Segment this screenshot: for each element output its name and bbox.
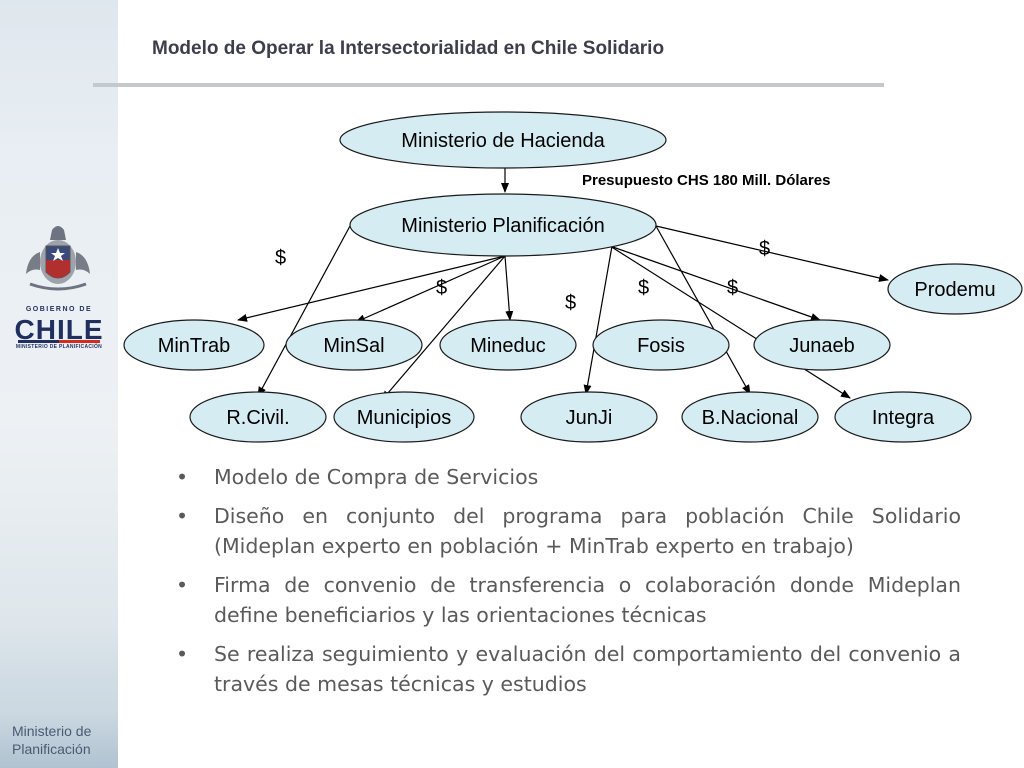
node-bnacional: B.Nacional [681, 391, 819, 443]
flag-stripe [18, 340, 100, 343]
node-prodemu-label: Prodemu [914, 279, 995, 301]
node-rcivil: R.Civil. [189, 391, 327, 443]
node-municipios-label: Municipios [357, 407, 451, 429]
bullet-dot-icon: • [176, 573, 189, 597]
node-mintrab-label: MinTrab [158, 335, 231, 357]
node-mineduc-label: Mineduc [470, 335, 546, 357]
bullet-dot-icon: • [176, 642, 189, 666]
ministerio-bottom-label: Ministerio de Planificación [12, 722, 112, 758]
gobierno-label: GOBIERNO DE [25, 306, 93, 313]
node-hacienda-label: Ministerio de Hacienda [401, 130, 605, 152]
edge-plan-minsal [355, 255, 506, 323]
edge-plan-rcivil [257, 225, 351, 397]
dollar-label: $ [436, 277, 447, 299]
bullet-dot-icon: • [176, 504, 189, 528]
bullet-item: • Firma de convenio de transferencia o co… [176, 570, 961, 630]
sidebar-panel: GOBIERNO DE CHILE MINISTERIO DE PLANIFIC… [0, 0, 118, 768]
bullet-item: • Diseño en conjunto del programa para po… [176, 501, 961, 561]
bullet-text: Diseño en conjunto del programa para pob… [214, 504, 961, 558]
edge-plan-junji [583, 245, 613, 395]
edge-plan-junaeb [609, 245, 821, 321]
node-integra-label: Integra [872, 407, 935, 429]
edge-plan-prodemu [655, 225, 889, 282]
node-fosis: Fosis [592, 319, 730, 371]
ministerio-bottom-line1: Ministerio de [12, 723, 92, 739]
chile-wordmark: CHILE [14, 314, 104, 345]
node-junji: JunJi [520, 391, 658, 443]
node-prodemu: Prodemu [887, 263, 1023, 315]
dollar-label: $ [275, 247, 286, 269]
bullet-list: • Modelo de Compra de Servicios • Diseño e… [176, 462, 961, 708]
bullet-dot-icon: • [176, 465, 189, 489]
edge-plan-municipios [381, 255, 506, 401]
node-bnacional-label: B.Nacional [702, 407, 799, 429]
dollar-label: $ [638, 277, 649, 299]
ministerio-small-label: MINISTERIO DE PLANIFICACIÓN [15, 344, 103, 350]
node-planificacion: Ministerio Planificación [349, 193, 657, 257]
node-planificacion-label: Ministerio Planificación [401, 215, 604, 237]
bullet-text: Se realiza seguimiento y evaluación del … [214, 642, 961, 696]
node-mintrab: MinTrab [123, 319, 265, 371]
node-minsal: MinSal [285, 319, 423, 371]
node-hacienda: Ministerio de Hacienda [339, 111, 667, 169]
node-minsal-label: MinSal [323, 335, 384, 357]
budget-label: Presupuesto CHS 180 Mill. Dólares [582, 172, 830, 189]
edge-plan-integra [609, 245, 851, 399]
edge-plan-mintrab [237, 255, 506, 322]
dollar-label: $ [565, 292, 576, 314]
bullet-item: • Modelo de Compra de Servicios [176, 462, 961, 492]
node-mineduc: Mineduc [439, 319, 577, 371]
node-junji-label: JunJi [566, 407, 613, 429]
node-municipios: Municipios [333, 391, 475, 443]
node-rcivil-label: R.Civil. [226, 407, 289, 429]
node-integra: Integra [834, 391, 972, 443]
node-junaeb-label: Junaeb [789, 335, 855, 357]
node-junaeb: Junaeb [753, 319, 891, 371]
ministerio-bottom-line2: Planificación [12, 741, 91, 757]
bullet-text: Firma de convenio de transferencia o col… [214, 573, 961, 627]
node-fosis-label: Fosis [637, 335, 685, 357]
edge-plan-bnacional [655, 225, 751, 395]
dollar-label: $ [759, 238, 770, 260]
bullet-item: • Se realiza seguimiento y evaluación del… [176, 639, 961, 699]
page-title: Modelo de Operar la Intersectorialidad e… [152, 38, 665, 59]
dollar-label: $ [727, 277, 738, 299]
edge-plan-mineduc [504, 255, 514, 321]
org-diagram: $ $ $ $ $ $ Presupuesto CHS 180 Mill. Dó… [123, 111, 1023, 443]
bullet-text: Modelo de Compra de Servicios [214, 465, 539, 489]
coat-of-arms-icon [26, 226, 90, 291]
title-divider [93, 83, 884, 87]
